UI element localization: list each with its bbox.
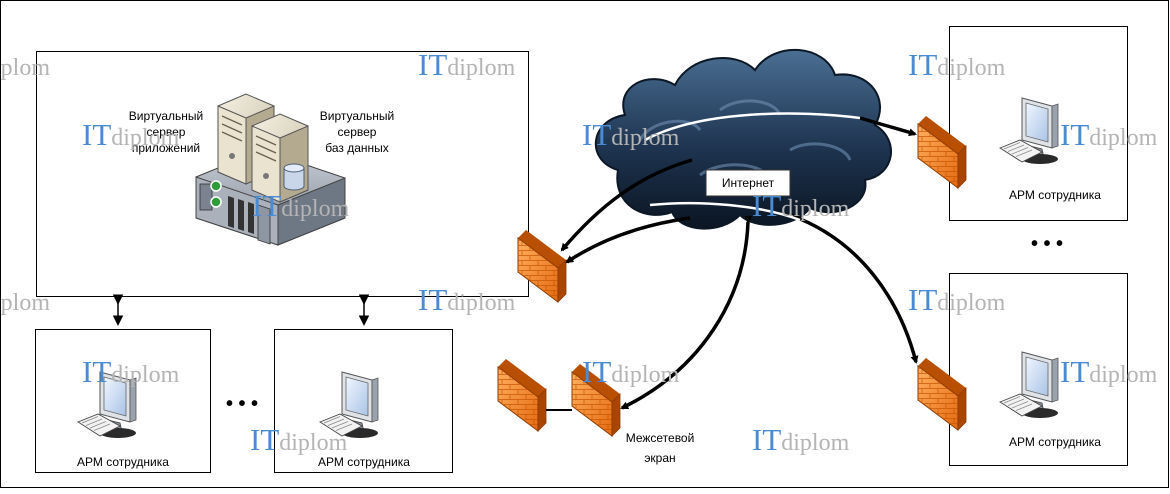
watermark-5: ITdiplom	[582, 117, 680, 152]
watermark-4: ITdiplom	[82, 117, 180, 152]
app-server-label-line3: приложений	[132, 141, 200, 155]
db-server-icon	[251, 113, 309, 203]
firewall-edge-left-icon	[497, 358, 547, 432]
watermark-13: ITdiplom	[582, 354, 680, 389]
workstation-right-2-label: АРМ сотрудника	[1009, 435, 1101, 449]
link-cloud-to-right-top	[859, 116, 917, 137]
watermark-6: ITdiplom	[1060, 117, 1158, 152]
db-server-label: Виртуальный сервер баз данных	[320, 109, 395, 155]
link-cloud-to-server-fw	[560, 158, 693, 252]
watermark-9: diplom	[0, 290, 50, 316]
ellipsis-left: • • •	[226, 393, 258, 415]
watermark-10: ITdiplom	[418, 282, 516, 317]
link-highlight-bottom	[649, 201, 801, 222]
workstation-left-2-label: АРМ сотрудника	[318, 455, 410, 469]
server-box	[36, 51, 529, 297]
watermark-8: ITdiplom	[752, 188, 850, 223]
link-cloud-to-right-bottom	[789, 213, 919, 364]
firewall-label-line1: Межсетевой	[626, 431, 695, 445]
app-server-label-line1: Виртуальный	[129, 109, 204, 123]
db-server-label-line3: баз данных	[325, 141, 389, 155]
internet-label-box	[705, 169, 791, 197]
watermarks: diplom ITdiplom ITdiplom ITdiplom ITdipl…	[0, 47, 1158, 457]
connection-lines	[560, 116, 919, 410]
workstation-right-1-label: АРМ сотрудника	[1009, 188, 1101, 202]
firewall-label-line2: экран	[644, 451, 675, 465]
link-cloud-to-edge-fw	[620, 215, 753, 410]
watermark-11: ITdiplom	[908, 282, 1006, 317]
internet-label: Интернет	[722, 176, 775, 190]
watermark-2: ITdiplom	[418, 47, 516, 82]
app-server-label-line2: сервер	[147, 125, 186, 139]
watermark-15: ITdiplom	[250, 422, 348, 457]
watermark-12: ITdiplom	[82, 354, 180, 389]
watermark-16: ITdiplom	[752, 422, 850, 457]
app-server-label: Виртуальный сервер приложений	[129, 109, 204, 155]
db-server-label-line2: сервер	[338, 125, 377, 139]
watermark-1: diplom	[0, 55, 50, 81]
watermark-14: ITdiplom	[1060, 354, 1158, 389]
connection-highlights	[644, 112, 861, 222]
db-server-label-line1: Виртуальный	[320, 109, 395, 123]
watermark-7: ITdiplom	[252, 188, 350, 223]
ellipsis-right: • • •	[1031, 233, 1063, 255]
link-highlight-top	[644, 112, 861, 142]
workstation-left-1-label: АРМ сотрудника	[77, 455, 169, 469]
watermark-3: ITdiplom	[908, 47, 1006, 82]
